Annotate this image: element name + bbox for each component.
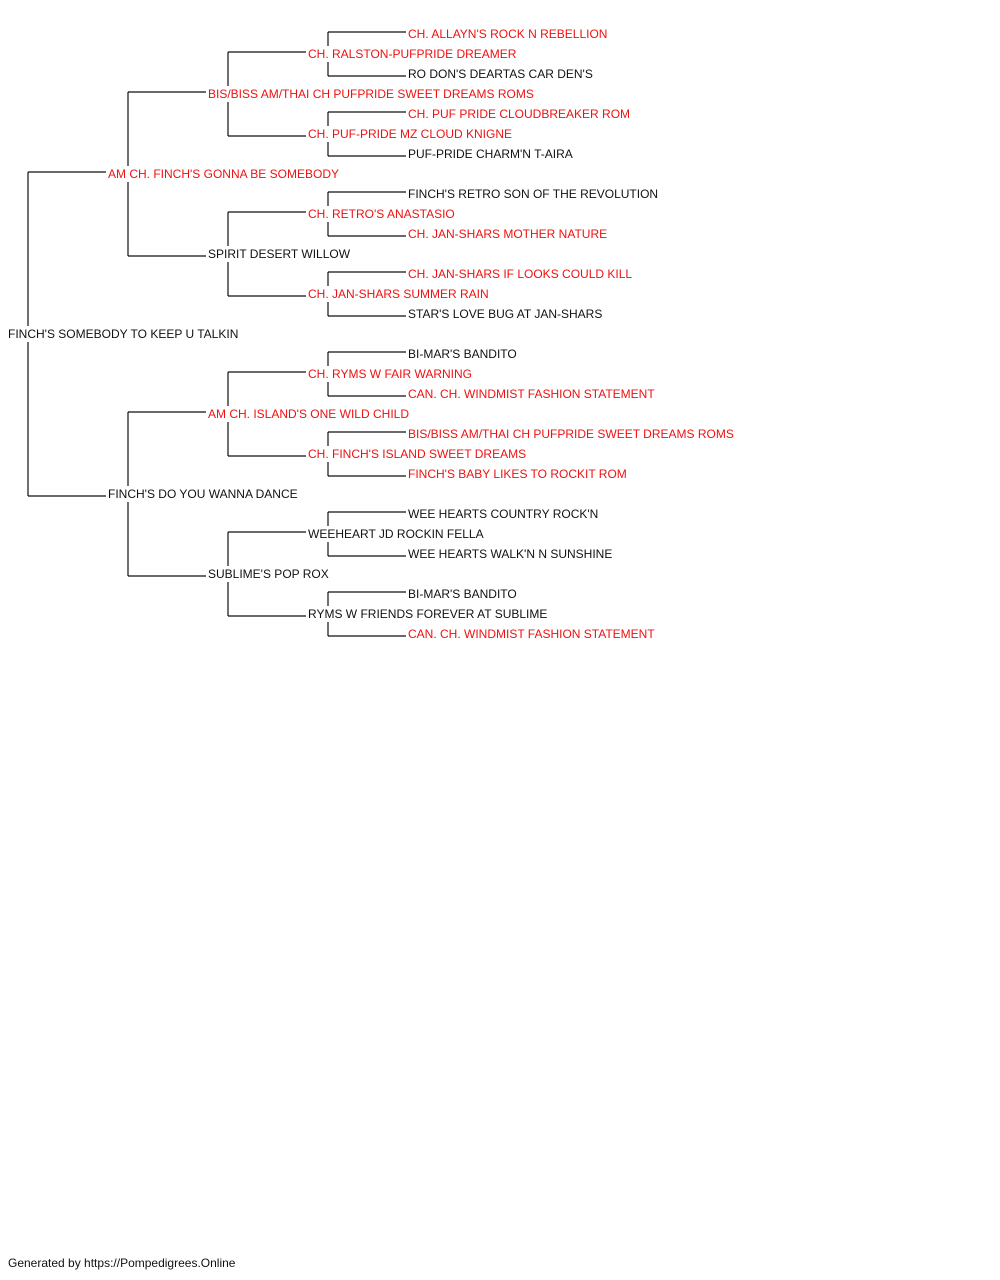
sire-name-gen4: CH. PUF PRIDE CLOUDBREAKER ROM bbox=[408, 107, 630, 121]
dam-name-gen3: CH. FINCH'S ISLAND SWEET DREAMS bbox=[308, 447, 526, 461]
sire-name-gen2: BIS/BISS AM/THAI CH PUFPRIDE SWEET DREAM… bbox=[208, 87, 534, 101]
sire-name-gen4: WEE HEARTS COUNTRY ROCK'N bbox=[408, 507, 598, 521]
dam-name-gen4: CH. JAN-SHARS MOTHER NATURE bbox=[408, 227, 607, 241]
sire-name-gen4: BI-MAR'S BANDITO bbox=[408, 587, 517, 601]
sire-name-gen2: AM CH. ISLAND'S ONE WILD CHILD bbox=[208, 407, 409, 421]
dam-name-gen1: FINCH'S DO YOU WANNA DANCE bbox=[108, 487, 298, 501]
dam-name-gen4: STAR'S LOVE BUG AT JAN-SHARS bbox=[408, 307, 602, 321]
dam-name-gen3: RYMS W FRIENDS FOREVER AT SUBLIME bbox=[308, 607, 547, 621]
sire-name-gen4: CH. ALLAYN'S ROCK N REBELLION bbox=[408, 27, 607, 41]
dam-name-gen4: FINCH'S BABY LIKES TO ROCKIT ROM bbox=[408, 467, 627, 481]
dam-name-gen4: CAN. CH. WINDMIST FASHION STATEMENT bbox=[408, 627, 655, 641]
dam-name-gen2: SUBLIME'S POP ROX bbox=[208, 567, 329, 581]
sire-name-gen4: BI-MAR'S BANDITO bbox=[408, 347, 517, 361]
dam-name-gen4: RO DON'S DEARTAS CAR DEN'S bbox=[408, 67, 593, 81]
subject-dog-name: FINCH'S SOMEBODY TO KEEP U TALKIN bbox=[8, 327, 238, 341]
sire-name-gen4: CH. JAN-SHARS IF LOOKS COULD KILL bbox=[408, 267, 632, 281]
sire-name-gen3: CH. RALSTON-PUFPRIDE DREAMER bbox=[308, 47, 517, 61]
sire-name-gen3: WEEHEART JD ROCKIN FELLA bbox=[308, 527, 484, 541]
sire-name-gen3: CH. RETRO'S ANASTASIO bbox=[308, 207, 455, 221]
dam-name-gen2: SPIRIT DESERT WILLOW bbox=[208, 247, 351, 261]
footer-credit: Generated by https://Pompedigrees.Online bbox=[8, 1256, 236, 1270]
sire-name-gen4: BIS/BISS AM/THAI CH PUFPRIDE SWEET DREAM… bbox=[408, 427, 734, 441]
sire-name-gen1: AM CH. FINCH'S GONNA BE SOMEBODY bbox=[108, 167, 339, 181]
sire-name-gen3: CH. RYMS W FAIR WARNING bbox=[308, 367, 472, 381]
dam-name-gen4: WEE HEARTS WALK'N N SUNSHINE bbox=[408, 547, 612, 561]
dam-name-gen3: CH. PUF-PRIDE MZ CLOUD KNIGNE bbox=[308, 127, 512, 141]
dam-name-gen4: CAN. CH. WINDMIST FASHION STATEMENT bbox=[408, 387, 655, 401]
sire-name-gen4: FINCH'S RETRO SON OF THE REVOLUTION bbox=[408, 187, 658, 201]
dam-name-gen4: PUF-PRIDE CHARM'N T-AIRA bbox=[408, 147, 573, 161]
dam-name-gen3: CH. JAN-SHARS SUMMER RAIN bbox=[308, 287, 489, 301]
